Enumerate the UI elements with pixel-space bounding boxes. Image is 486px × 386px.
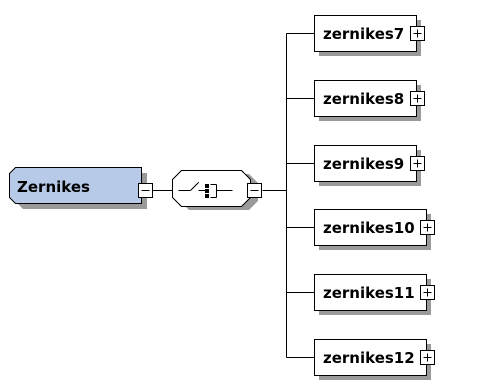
root-element-box [9,167,142,204]
expand-toggle[interactable] [420,285,435,300]
child-element-label: zernikes11 [323,284,415,302]
sequence-compositor[interactable] [172,170,259,211]
child-element[interactable]: zernikes11 [314,274,432,316]
child-element-box [314,339,427,376]
expand-toggle[interactable] [420,350,435,365]
child-element[interactable]: zernikes10 [314,209,432,251]
root-element[interactable]: Zernikes [9,167,148,210]
expand-toggle[interactable] [410,156,425,171]
child-element-box [314,80,417,117]
child-element-label: zernikes8 [323,90,404,108]
expand-toggle[interactable] [410,26,425,41]
child-element-box [314,15,417,52]
child-element-label: zernikes10 [323,219,415,237]
sequence-compositor-icon [178,182,233,198]
child-element[interactable]: zernikes8 [314,80,422,122]
compositor-collapse-toggle[interactable] [247,183,262,198]
child-element-label: zernikes12 [323,349,415,367]
child-element-box [314,274,427,311]
child-element-label: zernikes9 [323,155,404,173]
child-element-label: zernikes7 [323,25,404,43]
child-element[interactable]: zernikes9 [314,145,422,187]
child-elements: zernikes7 zernikes8 zernikes9 zernikes10 zer… [314,15,435,381]
root-collapse-toggle[interactable] [138,183,153,198]
compositor-box [172,170,251,207]
expand-toggle[interactable] [410,91,425,106]
child-element[interactable]: zernikes12 [314,339,432,381]
expand-toggle[interactable] [420,220,435,235]
child-element-box [314,145,417,182]
connector-lines [152,33,315,358]
root-element-label: Zernikes [17,178,90,196]
child-branch-lines [286,33,315,358]
child-element[interactable]: zernikes7 [314,15,422,57]
